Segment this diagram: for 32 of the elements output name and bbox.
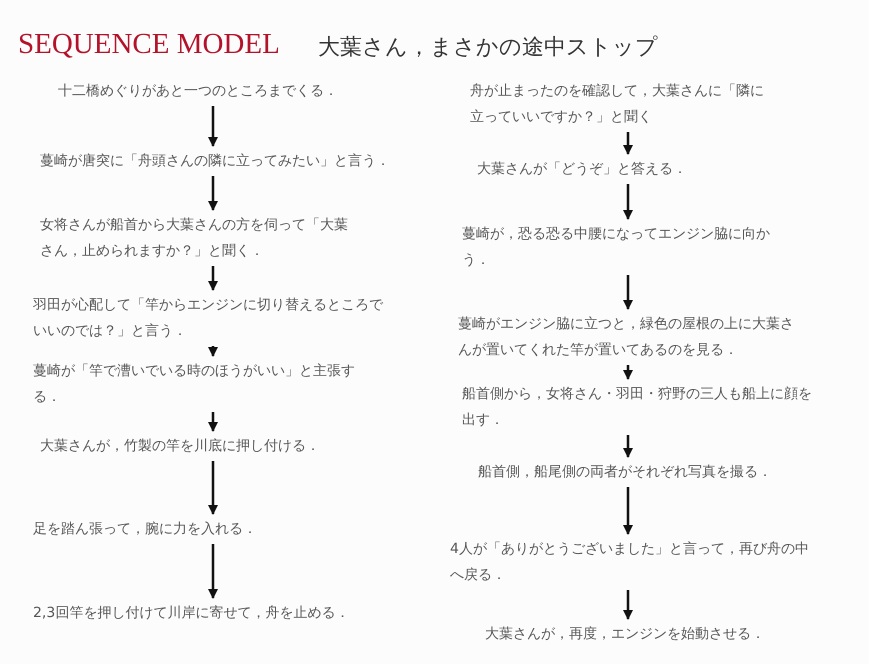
step-text: 船首側，船尾側の両者がそれぞれ写真を撮る． [478,459,772,485]
step-text: 足を踏ん張って，腕に力を入れる． [33,516,257,542]
step-text: 2,3回竿を押し付けて川岸に寄せて，舟を止める． [33,600,350,626]
arrow [623,184,633,220]
arrow [208,461,218,515]
step-text: 女将さんが船首から大葉さんの方を伺って「大葉さん，止められますか？」と聞く． [40,212,360,264]
step-text: 蔓崎が唐突に「舟頭さんの隣に立ってみたい」と言う． [40,148,390,174]
arrow [208,106,218,147]
arrow [208,176,218,211]
step-text: 大葉さんが，竹製の竿を川底に押し付ける． [40,433,320,459]
arrow [623,365,633,380]
step-text: 4人が「ありがとうございました」と言って，再び舟の中へ戻る． [450,536,810,588]
arrow [623,435,633,458]
arrow [208,544,218,599]
arrow [208,346,218,357]
arrow [623,132,633,155]
step-text: 十二橋めぐりがあと一つのところまでくる． [58,78,338,104]
title: SEQUENCE MODEL [18,28,280,61]
arrow [208,412,218,432]
step-text: 羽田が心配して「竿からエンジンに切り替えるところでいいのでは？」と言う． [33,292,393,344]
step-text: 蔓崎が「竿で漕いでいる時のほうがいい」と主張する． [33,358,363,410]
step-text: 船首側から，女将さん・羽田・狩野の三人も船上に顔を出す． [462,381,812,433]
step-text: 舟が止まったのを確認して，大葉さんに「隣に立っていいですか？」と聞く [470,78,770,130]
arrow [623,487,633,535]
arrow [623,590,633,620]
arrow [623,275,633,310]
step-text: 蔓崎がエンジン脇に立つと，緑色の屋根の上に大葉さんが置いてくれた竿が置いてあるのを見る． [458,311,798,363]
arrow [208,266,218,291]
step-text: 大葉さんが「どうぞ」と答える． [477,156,687,182]
step-text: 大葉さんが，再度，エンジンを始動させる． [485,621,765,647]
subtitle: 大葉さん，まさかの途中ストップ [318,34,658,62]
step-text: 蔓崎が，恐る恐る中腰になってエンジン脇に向かう． [462,221,782,273]
